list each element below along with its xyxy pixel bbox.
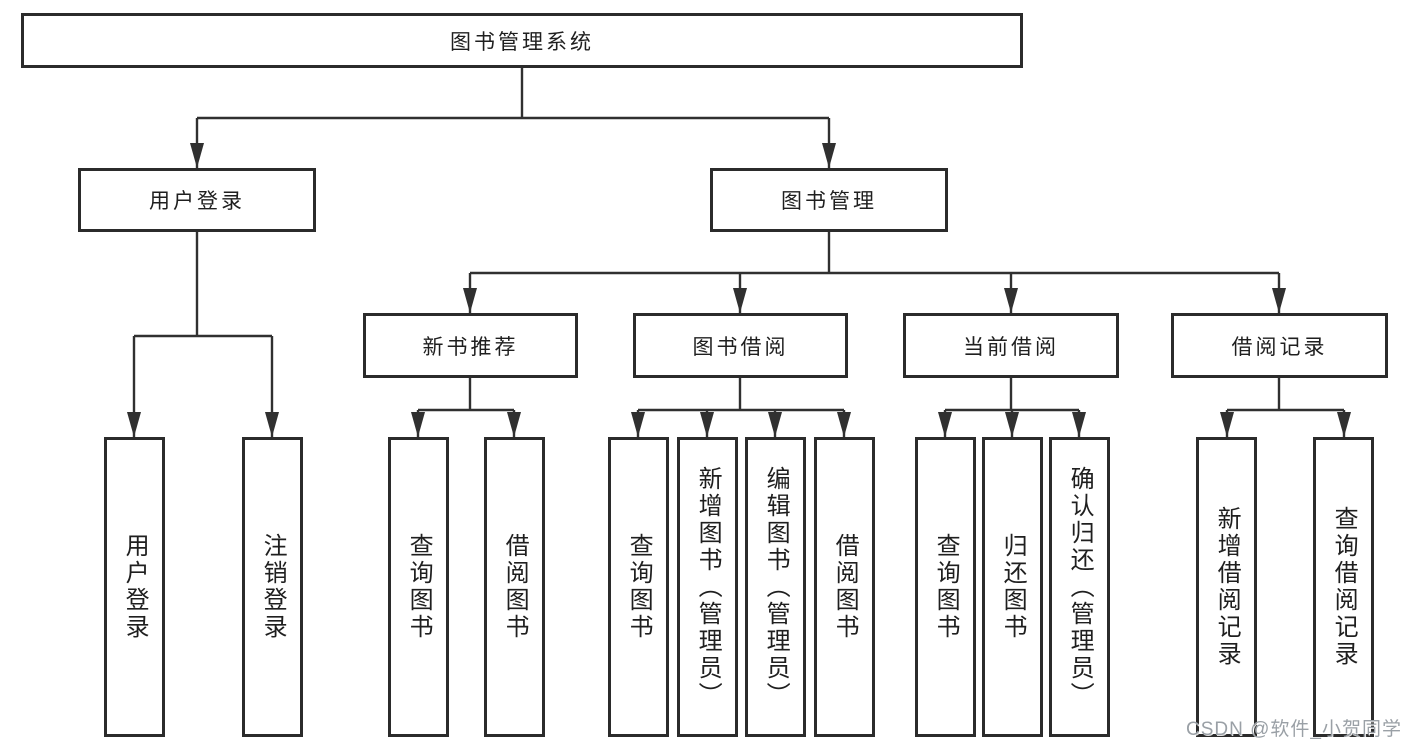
node-root-system: 图书管理系统 [21, 13, 1023, 68]
node-current-borrowing-label: 当前借阅 [963, 335, 1059, 359]
leaf-current-query-books-label: 查询图书 [932, 533, 960, 641]
leaf-newrec-borrow-books-label: 借阅图书 [501, 533, 529, 641]
node-book-management-label: 图书管理 [781, 190, 877, 213]
node-current-borrowing: 当前借阅 [903, 313, 1119, 378]
leaf-borrow-add-books-admin-label: 新增图书（管理员） [694, 465, 722, 709]
leaf-current-confirm-return-admin: 确认归还（管理员） [1049, 437, 1110, 737]
leaf-borrow-add-books-admin: 新增图书（管理员） [677, 437, 738, 737]
leaf-records-query-record-label: 查询借阅记录 [1330, 506, 1358, 668]
leaf-current-return-books-label: 归还图书 [999, 533, 1027, 641]
node-borrow-records-label: 借阅记录 [1231, 335, 1328, 359]
leaf-borrow-borrow-books-label: 借阅图书 [831, 533, 859, 641]
connector-root-to-level2 [190, 68, 836, 168]
leaf-borrow-borrow-books: 借阅图书 [814, 437, 875, 737]
node-book-borrowing-label: 图书借阅 [692, 335, 789, 359]
leaf-user-login: 用户登录 [104, 437, 165, 737]
node-book-management: 图书管理 [710, 168, 948, 232]
node-borrow-records: 借阅记录 [1171, 313, 1388, 378]
leaf-newrec-borrow-books: 借阅图书 [484, 437, 545, 737]
leaf-borrow-edit-books-admin-label: 编辑图书（管理员） [762, 465, 790, 709]
leaf-records-query-record: 查询借阅记录 [1313, 437, 1374, 737]
leaf-borrow-edit-books-admin: 编辑图书（管理员） [745, 437, 806, 737]
leaf-logout: 注销登录 [242, 437, 303, 737]
leaf-current-query-books: 查询图书 [915, 437, 976, 737]
leaf-user-login-label: 用户登录 [121, 533, 149, 641]
node-user-login-label: 用户登录 [149, 190, 245, 213]
node-new-book-recommend: 新书推荐 [363, 313, 578, 378]
connector-current-borrow-to-leaves [938, 378, 1086, 437]
leaf-current-return-books: 归还图书 [982, 437, 1043, 737]
connector-book-borrow-to-leaves [631, 378, 851, 437]
node-new-book-recommend-label: 新书推荐 [422, 335, 519, 359]
leaf-records-add-record-label: 新增借阅记录 [1213, 506, 1241, 668]
leaf-records-add-record: 新增借阅记录 [1196, 437, 1257, 737]
watermark-text: CSDN @软件_小贺同学 [1186, 719, 1402, 740]
connector-borrow-records-to-leaves [1220, 378, 1351, 437]
leaf-newrec-query-books: 查询图书 [388, 437, 449, 737]
node-book-borrowing: 图书借阅 [633, 313, 848, 378]
node-user-login: 用户登录 [78, 168, 316, 232]
leaf-newrec-query-books-label: 查询图书 [405, 533, 433, 641]
leaf-current-confirm-return-admin-label: 确认归还（管理员） [1066, 465, 1094, 709]
leaf-logout-label: 注销登录 [259, 533, 287, 641]
leaf-borrow-query-books-label: 查询图书 [625, 533, 653, 641]
connector-new-book-rec-to-leaves [411, 378, 521, 437]
leaf-borrow-query-books: 查询图书 [608, 437, 669, 737]
connector-user-login-to-leaves [127, 232, 279, 437]
connector-book-mgmt-to-level3 [463, 232, 1286, 313]
node-root-label: 图书管理系统 [450, 30, 594, 54]
